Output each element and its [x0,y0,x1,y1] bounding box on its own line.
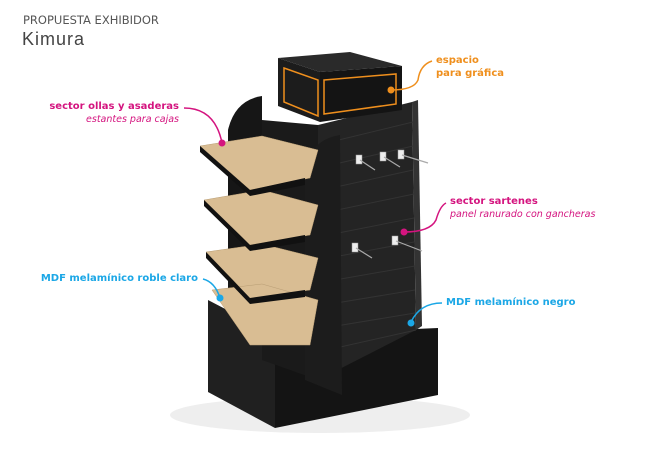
leader-grafica [390,60,433,91]
label-ollas-sub: estantes para cajas [86,114,179,125]
label-grafica-1: espacio [436,55,479,66]
leader-negro [410,302,443,323]
label-grafica-2: para gráfica [436,68,504,79]
label-roble: MDF melamínico roble claro [40,273,198,284]
leader-sartenes [403,202,447,233]
page-title: Kimura [22,29,86,49]
subtitle: PROPUESTA EXHIBIDOR [23,13,159,27]
label-negro: MDF melamínico negro [446,297,576,308]
leader-ollas [183,107,223,144]
label-sartenes-title: sector sartenes [450,196,538,207]
label-sartenes-sub: panel ranurado con gancheras [450,209,596,220]
label-ollas-title: sector ollas y asaderas [49,101,179,112]
leader-dot-ollas [218,139,226,147]
graphic-area-outline [283,66,319,118]
